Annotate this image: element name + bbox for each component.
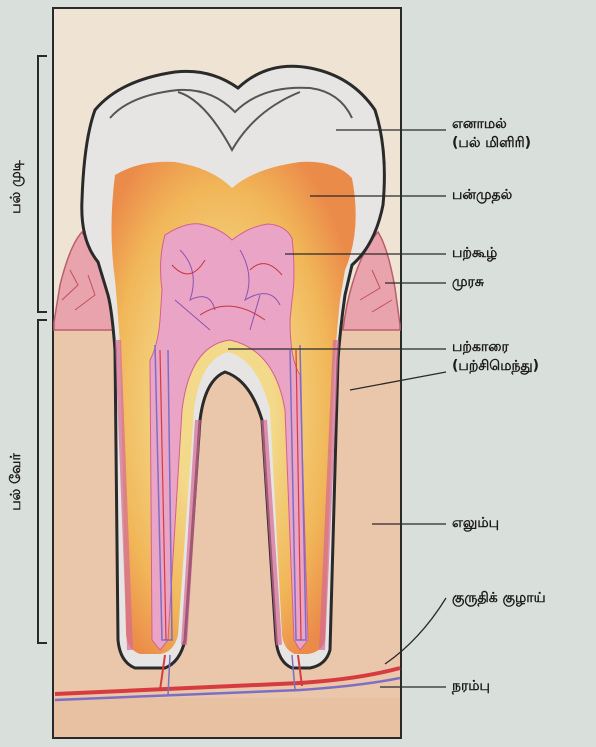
- crown-bracket: [38, 56, 47, 312]
- crown-label: பல் முடி: [8, 157, 26, 217]
- callout-blood-vessel: குருதிக் குழாய்: [452, 589, 546, 608]
- callout-nerve: நரம்பு: [452, 677, 490, 696]
- callout-enamel: எனாமல் (பல் மிளிரி): [452, 115, 531, 153]
- callout-bone: எலும்பு: [452, 514, 499, 533]
- callout-pulp: பற்கூழ்: [452, 244, 497, 263]
- base-tissue: [54, 698, 400, 737]
- root-label: பல் வேர்: [8, 452, 26, 512]
- callout-dentine: பன்முதல்: [452, 186, 512, 205]
- root-bracket: [38, 320, 47, 643]
- callout-gum: முரசு: [452, 273, 484, 292]
- callout-cementum: பற்காரை (பற்சிமெந்து): [452, 338, 539, 376]
- bone-region: [54, 318, 400, 737]
